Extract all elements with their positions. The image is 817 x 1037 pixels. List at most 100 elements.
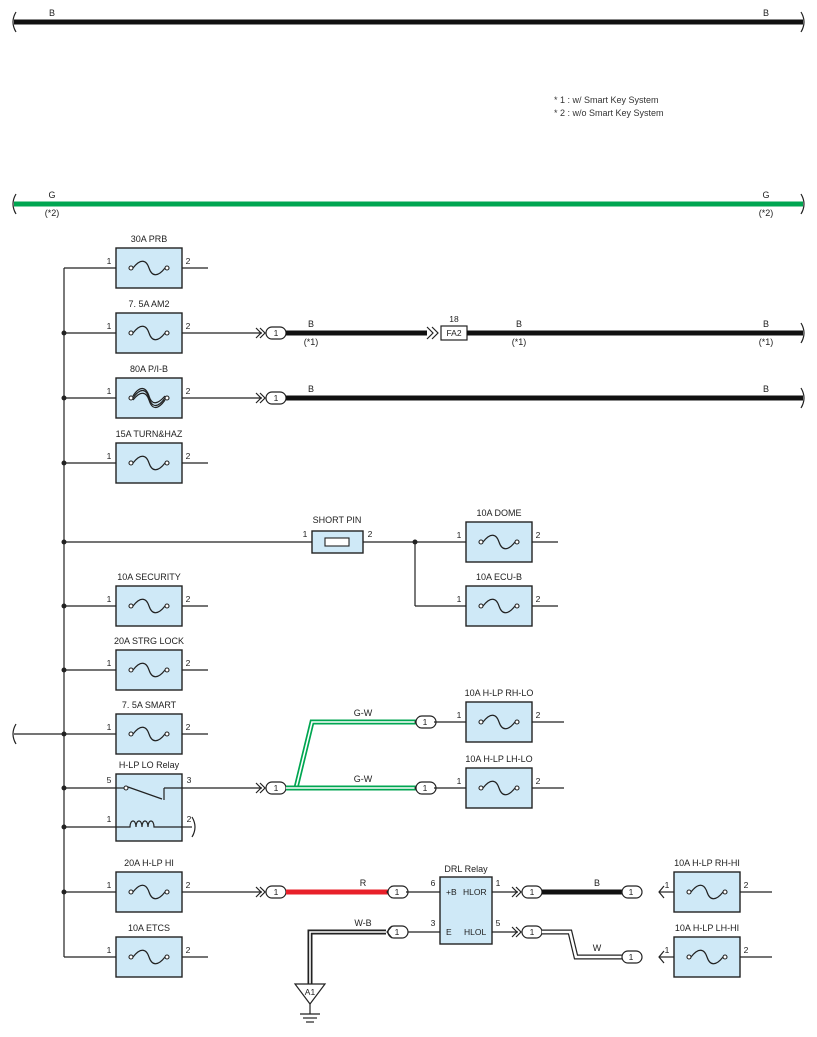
svg-text:6: 6: [431, 878, 436, 888]
wire-red: 1 R 1: [255, 878, 440, 899]
top-wire-g: G G (*2) (*2): [12, 190, 805, 218]
svg-text:1: 1: [665, 880, 670, 890]
fuse-pib-label: 80A P/I-B: [130, 364, 168, 374]
svg-text:2: 2: [536, 530, 541, 540]
fuse-smart-label: 7. 5A SMART: [122, 700, 177, 710]
svg-text:2: 2: [536, 710, 541, 720]
svg-text:1: 1: [395, 927, 400, 937]
fuse-hlphi-label: 20A H-LP HI: [124, 858, 174, 868]
wire-drl-w: 1 W 1: [492, 925, 674, 964]
wire-break-right: [800, 11, 805, 33]
svg-text:2: 2: [186, 594, 191, 604]
svg-text:1: 1: [107, 256, 112, 266]
wire-break-right: [800, 193, 805, 215]
fuse-security: 10A SECURITY 1 2: [64, 572, 208, 627]
hlp-lo-relay-label: H-LP LO Relay: [119, 760, 180, 770]
fuse-rhlo: 10A H-LP RH-LO 1 2: [457, 688, 564, 743]
fuse-prb-label: 30A PRB: [131, 234, 168, 244]
svg-text:B: B: [763, 319, 769, 329]
svg-text:B: B: [516, 319, 522, 329]
svg-text:1: 1: [665, 945, 670, 955]
bus-break-left: [12, 723, 17, 745]
connector-fa2-label: FA2: [446, 328, 461, 338]
wire-b-right-label: B: [763, 8, 769, 18]
svg-text:2: 2: [186, 256, 191, 266]
drl-relay: DRL Relay +B HLOR E HLOL 6 1 3 5: [431, 864, 501, 945]
svg-text:1: 1: [395, 887, 400, 897]
svg-text:1: 1: [457, 530, 462, 540]
fuse-pib: 80A P/I-B 1 2: [64, 364, 262, 419]
svg-text:E: E: [446, 927, 452, 937]
svg-text:1: 1: [423, 783, 428, 793]
svg-text:2: 2: [186, 451, 191, 461]
fuse-am2: 7. 5A AM2 1 2: [64, 299, 262, 354]
svg-text:1: 1: [457, 710, 462, 720]
svg-text:1: 1: [457, 594, 462, 604]
fuse-strglock-label: 20A STRG LOCK: [114, 636, 184, 646]
connector-fa2-pin: 18: [449, 314, 459, 324]
fuse-rhhi: 10A H-LP RH-HI 1 2: [665, 858, 772, 913]
wire-gw: 1 G-W G-W 1 1: [255, 708, 466, 795]
fuse-lhhi-label: 10A H-LP LH-HI: [675, 923, 739, 933]
svg-text:1: 1: [107, 594, 112, 604]
fuse-etcs: 10A ETCS 1 2: [64, 923, 208, 978]
wire-g-right-note: (*2): [759, 208, 774, 218]
wire-pib-out: 1 B B: [255, 384, 805, 409]
svg-text:HLOR: HLOR: [463, 887, 487, 897]
svg-text:1: 1: [530, 887, 535, 897]
svg-text:1: 1: [496, 878, 501, 888]
svg-text:B: B: [308, 384, 314, 394]
svg-text:2: 2: [186, 321, 191, 331]
fuse-hlphi: 20A H-LP HI 1 2: [64, 858, 262, 913]
svg-text:2: 2: [186, 880, 191, 890]
svg-text:1: 1: [629, 952, 634, 962]
main-bus: [12, 268, 67, 957]
svg-text:(*1): (*1): [304, 337, 319, 347]
fuse-rhlo-label: 10A H-LP RH-LO: [465, 688, 534, 698]
svg-text:1: 1: [107, 451, 112, 461]
wire-b-left-label: B: [49, 8, 55, 18]
svg-text:3: 3: [187, 775, 192, 785]
fuse-lhhi: 10A H-LP LH-HI 1 2: [665, 923, 772, 978]
svg-text:1: 1: [107, 880, 112, 890]
svg-text:1: 1: [274, 887, 279, 897]
relay-switch-icon: [127, 786, 163, 800]
wire-am2-out: 1 FA2 18 B (*1) B (*1) B (*1): [255, 314, 805, 347]
fuse-am2-label: 7. 5A AM2: [128, 299, 169, 309]
svg-text:W-B: W-B: [354, 918, 371, 928]
svg-text:1: 1: [274, 393, 279, 403]
svg-text:2: 2: [186, 658, 191, 668]
svg-text:B: B: [594, 878, 600, 888]
note-smart-key: * 1 : w/ Smart Key System: [554, 95, 659, 105]
svg-text:(*1): (*1): [512, 337, 527, 347]
wire-drl-b: 1 B 1: [492, 878, 674, 899]
fuse-ecub: 10A ECU-B 1 2: [457, 572, 558, 627]
drl-relay-label: DRL Relay: [444, 864, 488, 874]
wire-g-left-label: G: [48, 190, 55, 200]
svg-text:HLOL: HLOL: [464, 927, 486, 937]
svg-text:1: 1: [107, 945, 112, 955]
svg-text:B: B: [763, 384, 769, 394]
fuse-lhlo-label: 10A H-LP LH-LO: [465, 754, 532, 764]
wire-wb-ground: 1 W-B A1: [293, 918, 440, 1023]
ground-label: A1: [305, 987, 316, 997]
svg-text:1: 1: [457, 776, 462, 786]
fuse-turnhaz: 15A TURN&HAZ 1 2: [64, 429, 208, 484]
fuse-dome: 10A DOME 1 2: [457, 508, 558, 563]
fuse-etcs-label: 10A ETCS: [128, 923, 170, 933]
svg-text:5: 5: [496, 918, 501, 928]
svg-text:G-W: G-W: [354, 708, 373, 718]
svg-text:2: 2: [186, 386, 191, 396]
fuse-rhhi-label: 10A H-LP RH-HI: [674, 858, 740, 868]
short-pin-branch: SHORT PIN 1 2: [64, 515, 466, 607]
fuse-lhlo: 10A H-LP LH-LO 1 2: [457, 754, 564, 809]
svg-text:2: 2: [187, 814, 192, 824]
wire-break-left: [12, 11, 17, 33]
hlp-lo-relay: H-LP LO Relay 5 3 1 2: [64, 760, 262, 842]
svg-text:2: 2: [186, 722, 191, 732]
wire-g-left-note: (*2): [45, 208, 60, 218]
ground-connector: [293, 983, 327, 1005]
svg-text:W: W: [593, 943, 602, 953]
svg-text:2: 2: [744, 945, 749, 955]
fuse-ecub-label: 10A ECU-B: [476, 572, 522, 582]
